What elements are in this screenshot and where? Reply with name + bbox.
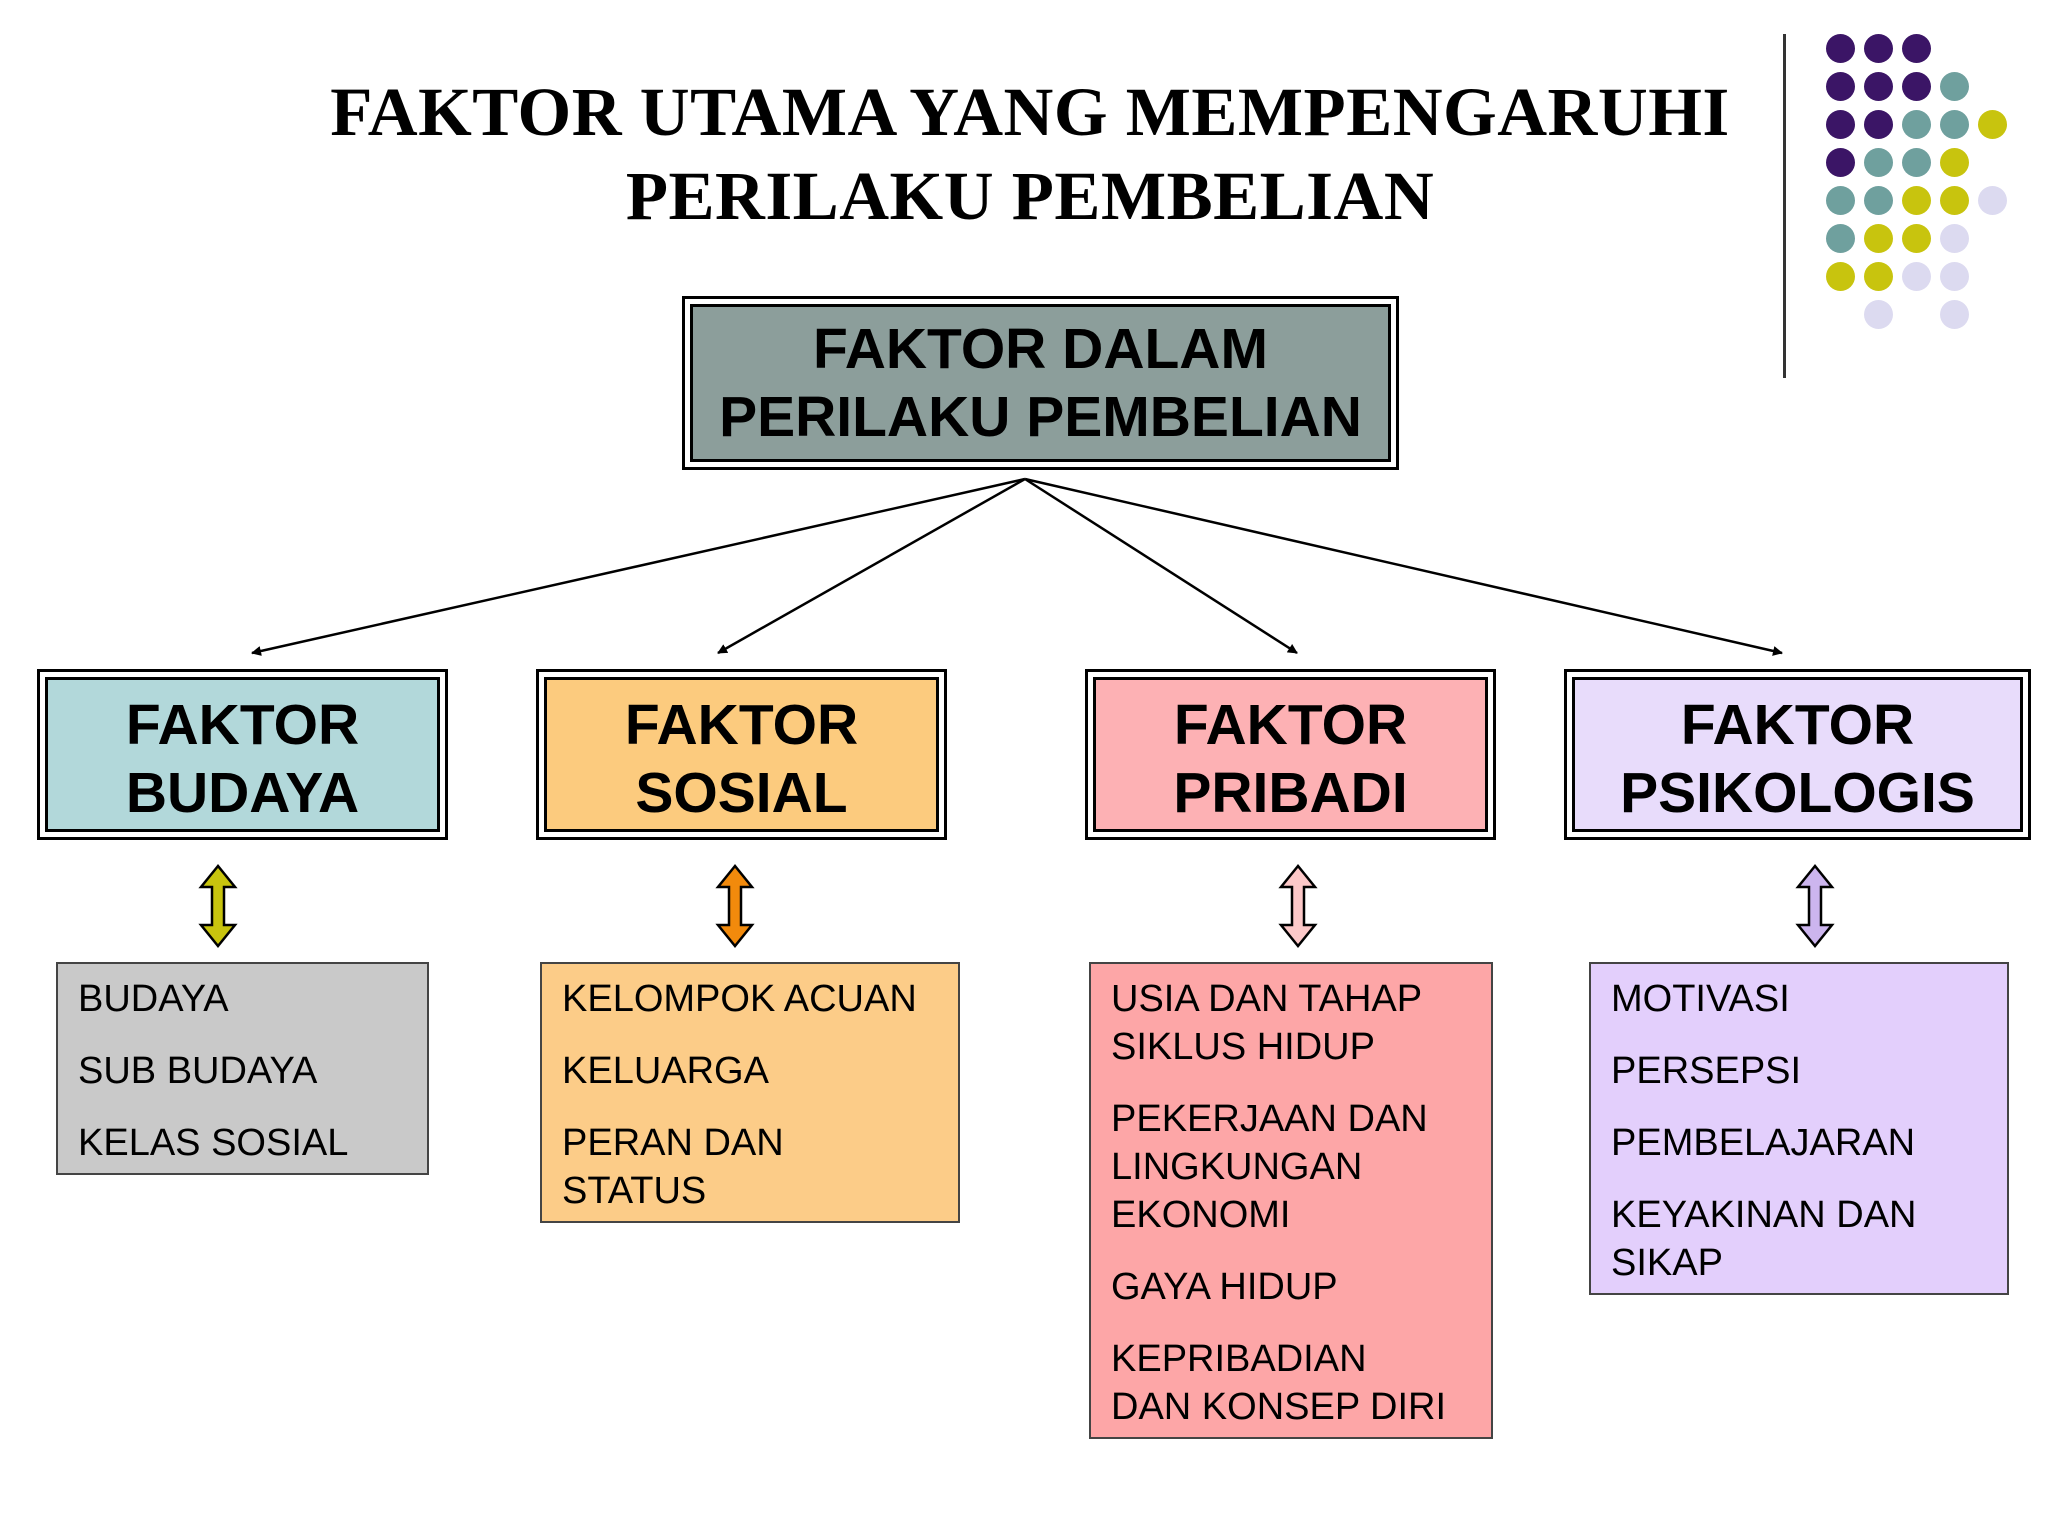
decorative-dot [1902,34,1931,63]
decorative-dot [1940,110,1969,139]
connector-budaya [251,477,1026,656]
connector-sosial [717,477,1026,655]
list-item-line: DAN KONSEP DIRI [1111,1386,1447,1428]
category-box-sosial: FAKTOR SOSIAL [536,669,947,840]
decorative-dot [1864,262,1893,291]
list-item: MOTIVASI [1611,975,1989,1023]
category-box-psikologis: FAKTOR PSIKOLOGIS [1564,669,2031,840]
category-line-2: BUDAYA [125,761,360,825]
decorative-dot [1826,72,1855,101]
decorative-dot [1826,224,1855,253]
slide-title-line-1: FAKTOR UTAMA YANG MEMPENGARUHI [330,74,1730,150]
list-item-line: SIKLUS HIDUP [1111,1026,1375,1068]
decorative-dot [1978,110,2007,139]
list-item-line: LINGKUNGAN [1111,1146,1363,1188]
decorative-dot [1902,148,1931,177]
factor-list-sosial: KELOMPOK ACUAN KELUARGA PERAN DAN STATUS [540,962,960,1223]
category-box-budaya: FAKTOR BUDAYA [37,669,448,840]
list-item-line: KEYAKINAN DAN [1611,1194,1917,1236]
list-item: PEKERJAAN DAN LINGKUNGAN EKONOMI [1111,1095,1473,1239]
decorative-dot [1902,262,1931,291]
list-item: PERSEPSI [1611,1047,1989,1095]
list-item: KELOMPOK ACUAN [562,975,940,1023]
list-item-line: USIA DAN TAHAP [1111,978,1423,1020]
decorative-dot [1902,110,1931,139]
decorative-dot [1864,300,1893,329]
decorative-dot [1864,186,1893,215]
list-item-line: SIKAP [1611,1242,1723,1284]
decorative-dot [1902,186,1931,215]
decorative-dot [1940,148,1969,177]
category-line-2: SOSIAL [635,761,848,825]
decorative-divider [1783,34,1786,378]
double-arrow-icon-psikologis [1795,864,1835,948]
double-arrow-icon-budaya [198,864,238,948]
slide-title: FAKTOR UTAMA YANG MEMPENGARUHI PERILAKU … [160,70,1900,238]
decorative-dot [1864,148,1893,177]
list-item-line: EKONOMI [1111,1194,1291,1236]
double-arrow-icon-sosial [715,864,755,948]
decorative-dot [1864,224,1893,253]
list-item: KEPRIBADIAN DAN KONSEP DIRI [1111,1335,1473,1431]
list-item-line: GAYA HIDUP [1111,1266,1338,1308]
list-item-line: PERSEPSI [1611,1050,1802,1092]
category-box-pribadi: FAKTOR PRIBADI [1085,669,1496,840]
list-item: PEMBELAJARAN [1611,1119,1989,1167]
category-line-2: PRIBADI [1173,761,1408,825]
decorative-dot [1826,110,1855,139]
factor-list-psikologis: MOTIVASI PERSEPSI PEMBELAJARAN KEYAKINAN DA… [1589,962,2009,1295]
list-item: KELUARGA [562,1047,940,1095]
category-line-1: FAKTOR [1680,693,1915,757]
list-item-line: SUB BUDAYA [78,1050,318,1092]
decorative-dot [1902,72,1931,101]
decorative-dot [1940,300,1969,329]
list-item: GAYA HIDUP [1111,1263,1473,1311]
list-item-line: PERAN DAN [562,1122,784,1164]
root-factor-line-2: PERILAKU PEMBELIAN [719,385,1362,449]
slide-title-line-2: PERILAKU PEMBELIAN [625,158,1435,234]
category-line-1: FAKTOR [1173,693,1408,757]
decorative-dot [1826,148,1855,177]
decorative-dot [1902,224,1931,253]
category-line-2: PSIKOLOGIS [1620,761,1975,825]
connector-psikologis [1024,477,1783,656]
double-arrow-icon-pribadi [1278,864,1318,948]
list-item: KEYAKINAN DAN SIKAP [1611,1191,1989,1287]
decorative-dot [1940,186,1969,215]
list-item: USIA DAN TAHAP SIKLUS HIDUP [1111,975,1473,1071]
decorative-dot [1826,186,1855,215]
list-item-line: PEKERJAAN DAN [1111,1098,1428,1140]
factor-list-budaya: BUDAYA SUB BUDAYA KELAS SOSIAL [56,962,429,1175]
decorative-dot [1864,72,1893,101]
list-item-line: BUDAYA [78,978,229,1020]
decorative-dot [1978,186,2007,215]
decorative-dot [1826,262,1855,291]
category-line-1: FAKTOR [624,693,859,757]
list-item: BUDAYA [78,975,409,1023]
category-line-1: FAKTOR [125,693,360,757]
factor-list-pribadi: USIA DAN TAHAP SIKLUS HIDUP PEKERJAAN DAN L… [1089,962,1493,1439]
list-item-line: KELUARGA [562,1050,769,1092]
list-item-line: MOTIVASI [1611,978,1790,1020]
list-item-line: KELOMPOK ACUAN [562,978,917,1020]
list-item-line: KEPRIBADIAN [1111,1338,1367,1380]
list-item: SUB BUDAYA [78,1047,409,1095]
connector-pribadi [1024,477,1298,655]
list-item: PERAN DAN STATUS [562,1119,940,1215]
root-factor-line-1: FAKTOR DALAM [813,317,1268,381]
list-item-line: PEMBELAJARAN [1611,1122,1916,1164]
list-item-line: STATUS [562,1170,707,1212]
decorative-dot [1864,34,1893,63]
root-factor-box: FAKTOR DALAM PERILAKU PEMBELIAN [682,296,1399,470]
decorative-dot [1940,72,1969,101]
decorative-dot [1864,110,1893,139]
list-item-line: KELAS SOSIAL [78,1122,349,1164]
decorative-dot [1826,34,1855,63]
decorative-dot [1940,262,1969,291]
decorative-dot [1940,224,1969,253]
list-item: KELAS SOSIAL [78,1119,409,1167]
